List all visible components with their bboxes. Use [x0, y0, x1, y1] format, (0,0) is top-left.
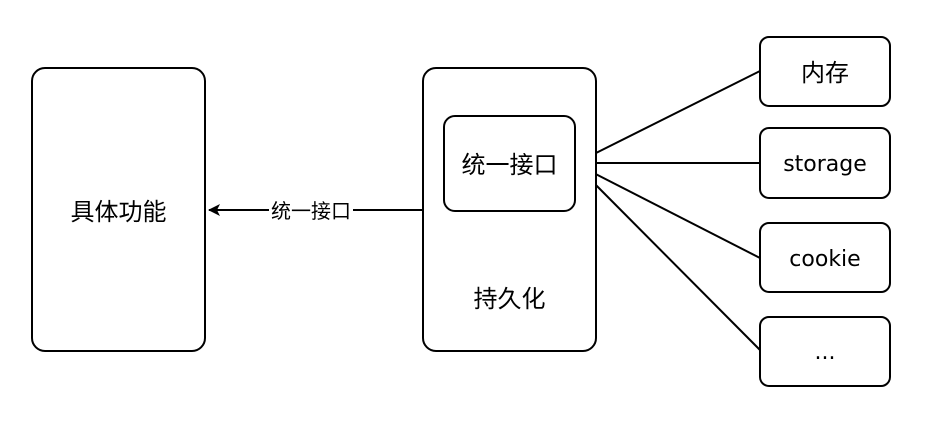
edge-cookie-to-interface — [577, 164, 761, 259]
source-box-ellipsis: ... — [759, 316, 891, 387]
source-label-storage: storage — [783, 152, 867, 177]
interface-box-label: 统一接口 — [461, 151, 558, 179]
persistence-box-label: 持久化 — [473, 285, 546, 313]
edge-ellipsis-to-interface — [577, 166, 761, 351]
feature-box: 具体功能 — [31, 67, 206, 352]
interface-edge-label: 统一接口 — [269, 199, 353, 223]
interface-box: 统一接口 — [443, 115, 576, 212]
feature-box-label: 具体功能 — [70, 198, 167, 226]
source-label-ellipsis: ... — [814, 340, 836, 365]
source-box-storage: storage — [759, 127, 891, 199]
source-box-cookie: cookie — [759, 222, 891, 293]
source-label-memory: 内存 — [801, 59, 849, 87]
edge-memory-to-interface — [577, 70, 761, 163]
source-label-cookie: cookie — [789, 247, 861, 272]
source-box-memory: 内存 — [759, 36, 891, 107]
